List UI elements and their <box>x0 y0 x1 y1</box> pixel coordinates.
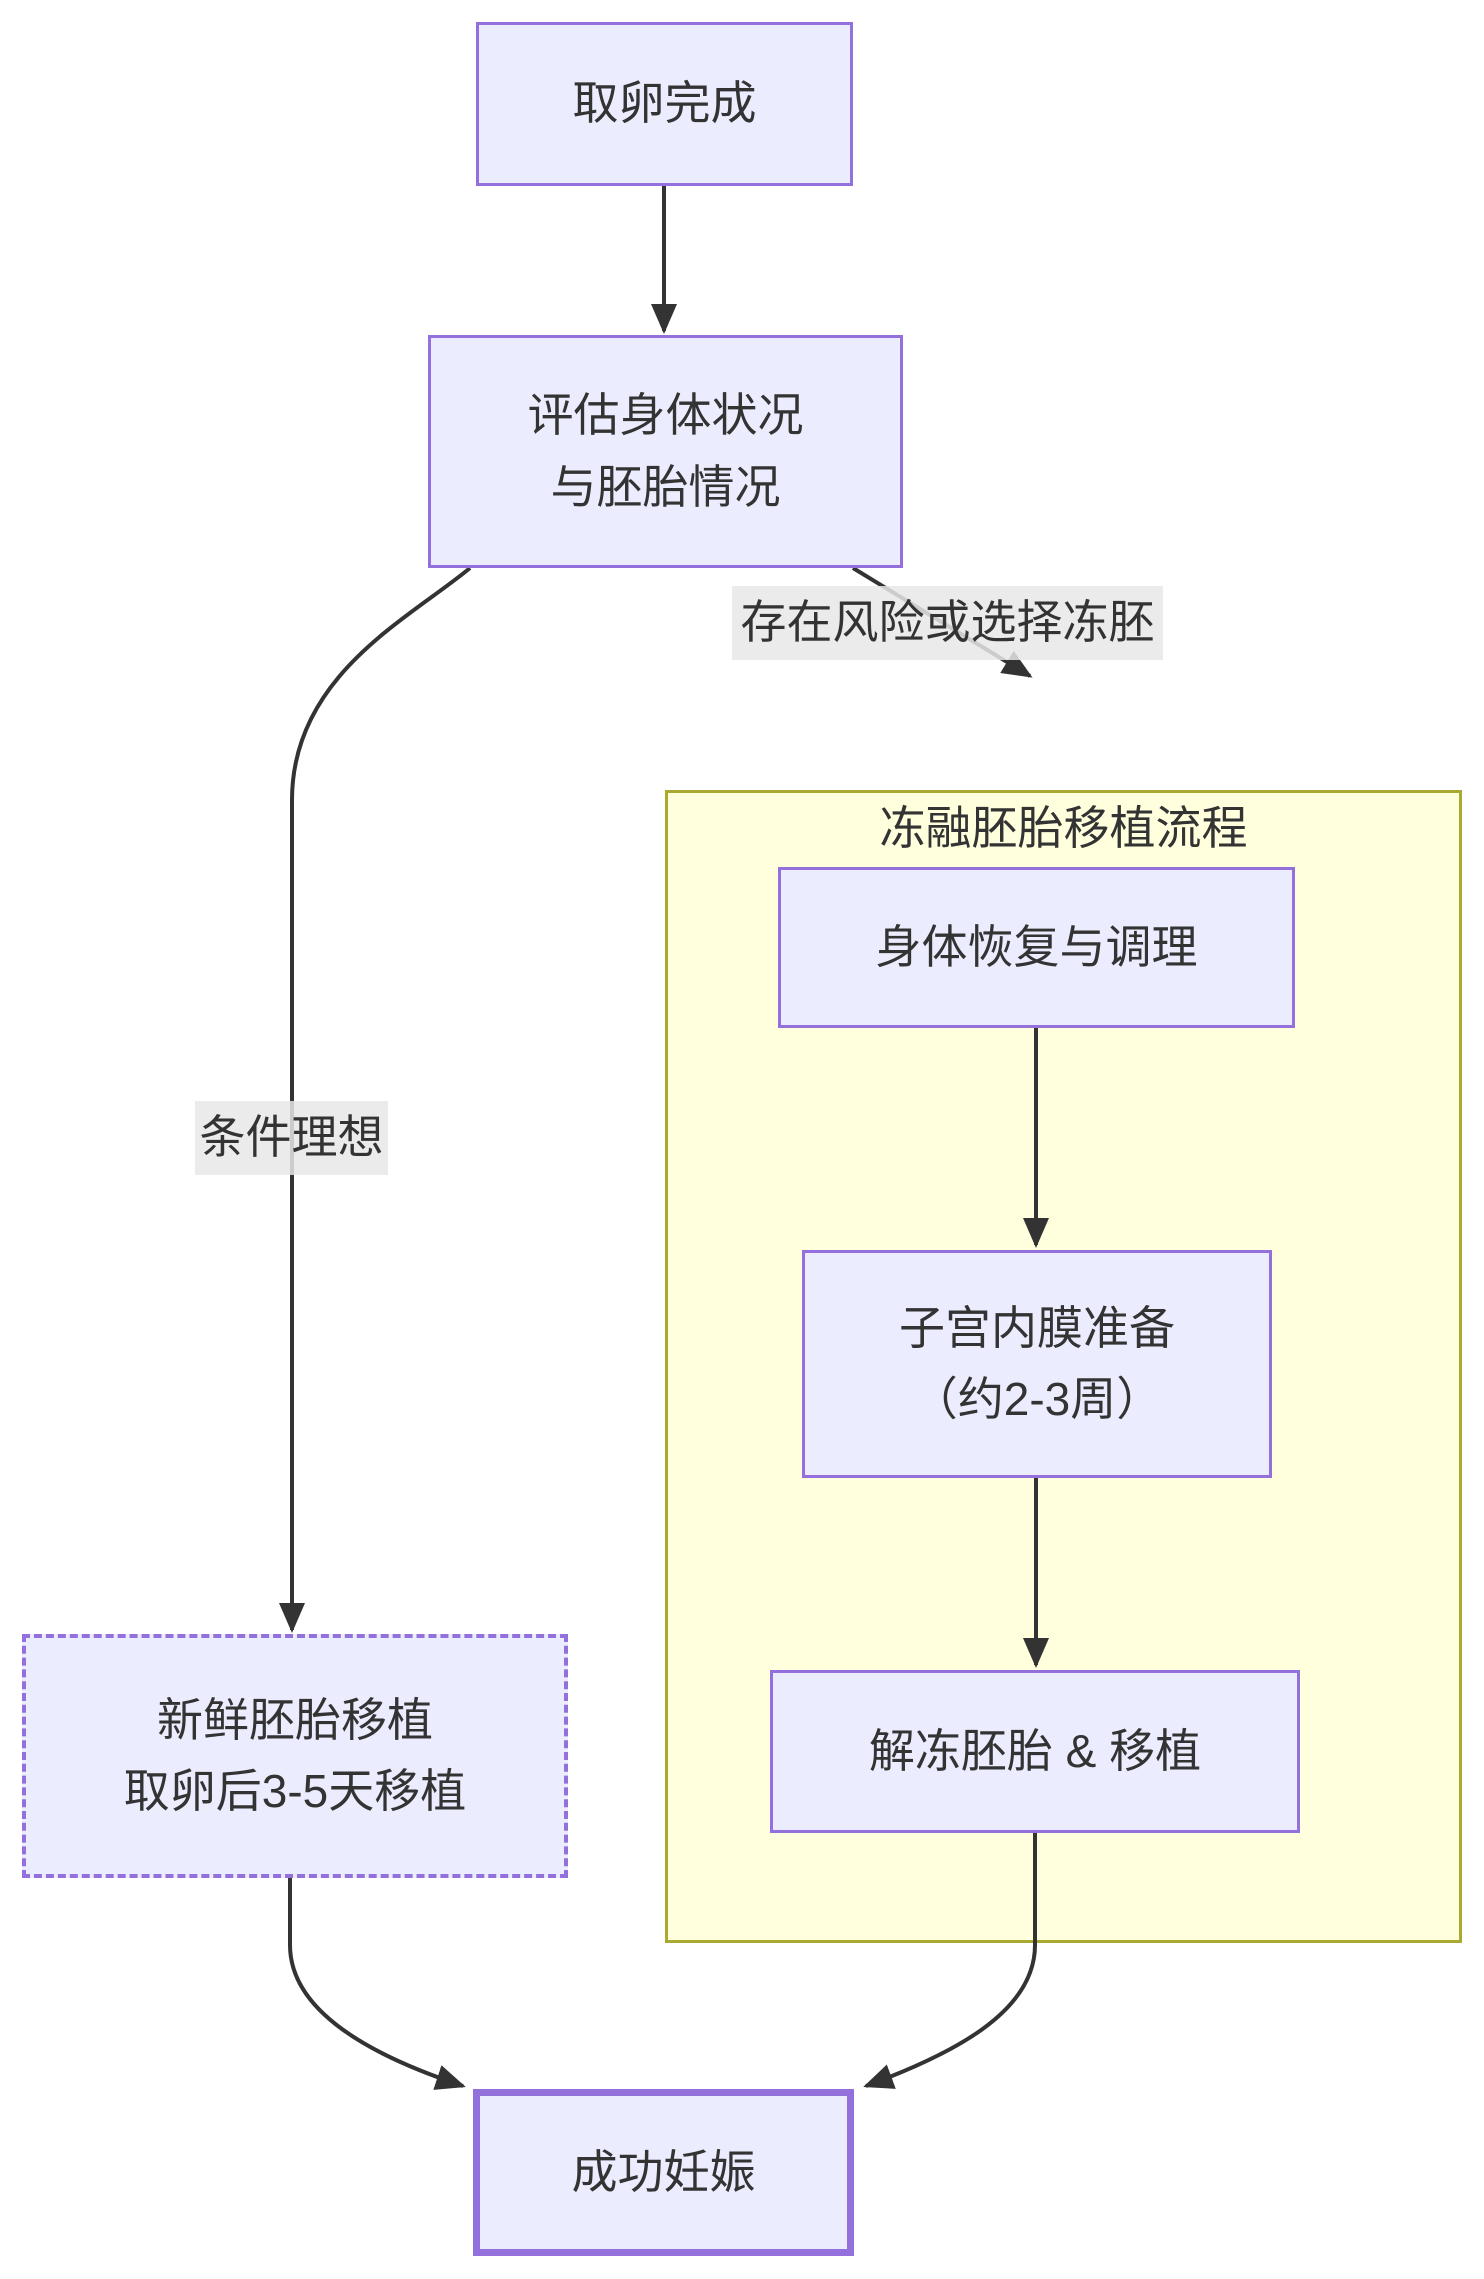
node-fresh-transfer: 新鲜胚胎移植 取卵后3-5天移植 <box>22 1634 568 1878</box>
edge-label-risk-or-frozen: 存在风险或选择冻胚 <box>732 586 1163 660</box>
node-egg-retrieval-done: 取卵完成 <box>476 22 853 186</box>
node-evaluate-condition: 评估身体状况 与胚胎情况 <box>428 335 903 568</box>
cluster-title: 冻融胚胎移植流程 <box>879 802 1248 854</box>
edge-fresh-to-pregnancy <box>288 1878 466 2090</box>
node-thaw-and-transfer: 解冻胚胎 & 移植 <box>770 1670 1300 1833</box>
edge-evaluate-to-fresh <box>279 566 472 1633</box>
node-endometrium-prep: 子宫内膜准备 （约2-3周） <box>802 1250 1272 1478</box>
edge-label-ideal-condition: 条件理想 <box>195 1101 388 1175</box>
node-successful-pregnancy: 成功妊娠 <box>473 2089 854 2256</box>
edge-thaw-to-pregnancy <box>863 1833 1037 2089</box>
node-body-recovery: 身体恢复与调理 <box>778 867 1295 1028</box>
